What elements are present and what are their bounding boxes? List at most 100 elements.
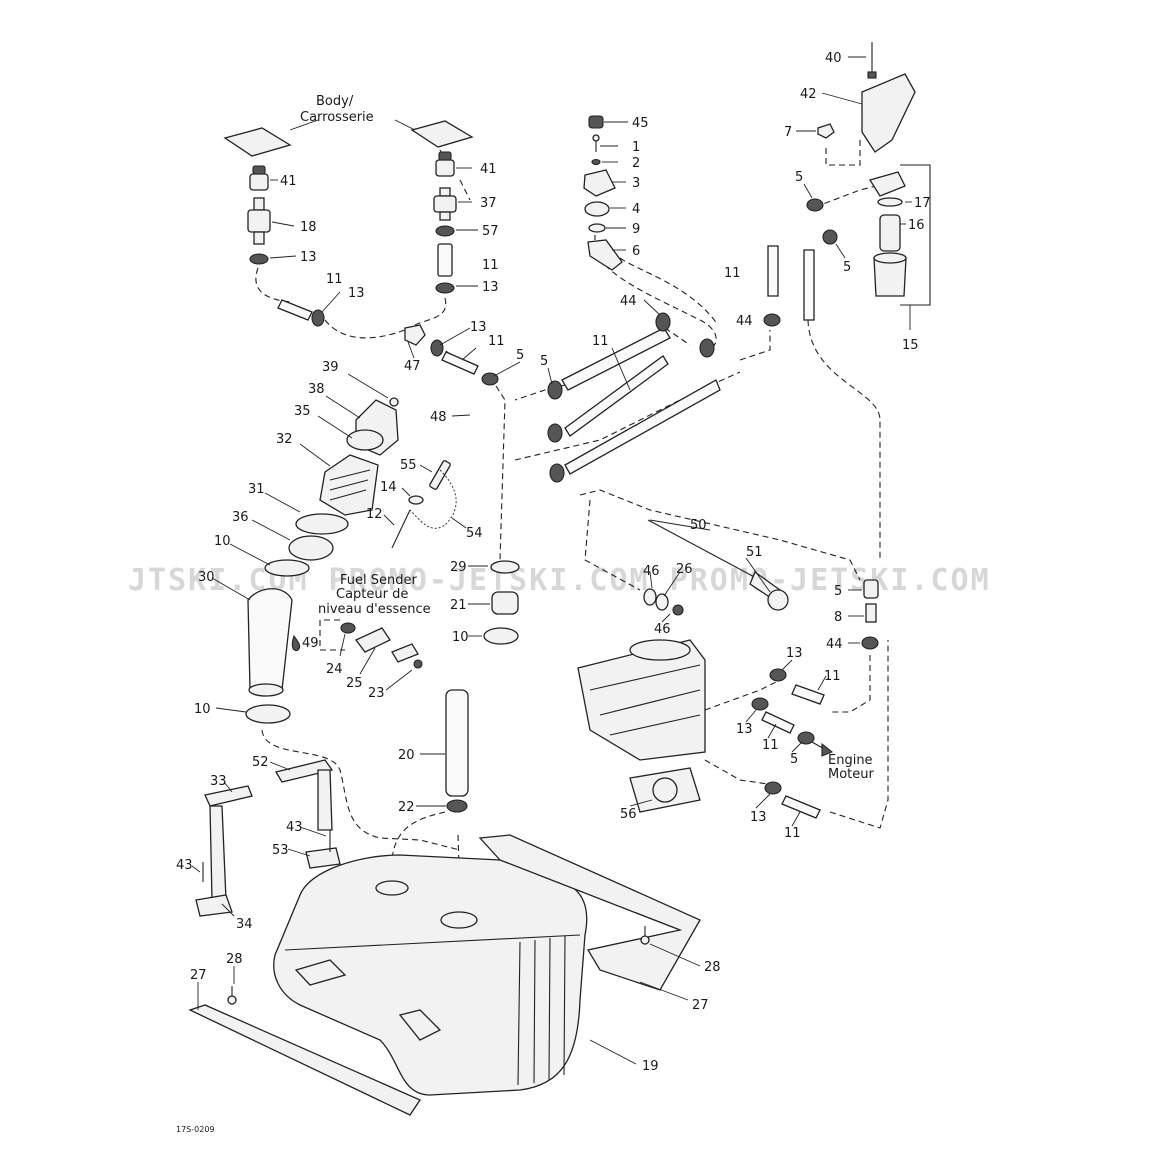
callout-labels: 40 42 7 5 17 16 5 15 45 1 2 3 4 9 6 11 4… bbox=[176, 51, 931, 1074]
valve-stack bbox=[583, 115, 623, 271]
callout-45: 45 bbox=[632, 116, 649, 131]
callout-31: 31 bbox=[248, 482, 265, 497]
callout-5e: 5 bbox=[834, 584, 842, 599]
callout-29: 29 bbox=[450, 560, 467, 575]
callout-43b: 43 bbox=[176, 858, 193, 873]
callout-33: 33 bbox=[210, 774, 227, 789]
callout-10: 10 bbox=[214, 534, 231, 549]
lubricant-drop-icon bbox=[291, 634, 301, 652]
callout-39: 39 bbox=[322, 360, 339, 375]
callout-44c: 44 bbox=[826, 637, 843, 652]
callout-53: 53 bbox=[272, 843, 289, 858]
primer-rod bbox=[643, 519, 789, 616]
callout-52: 52 bbox=[252, 755, 269, 770]
callout-54: 54 bbox=[466, 526, 483, 541]
callout-5d: 5 bbox=[540, 354, 548, 369]
callout-11d: 11 bbox=[592, 334, 609, 349]
callout-26: 26 bbox=[676, 562, 693, 577]
callout-38: 38 bbox=[308, 382, 325, 397]
callout-37: 37 bbox=[480, 196, 497, 211]
callout-11-filter: 11 bbox=[724, 266, 741, 281]
callout-11b: 11 bbox=[482, 258, 499, 273]
fuel-sender-label: Fuel Sender bbox=[340, 573, 417, 588]
callout-17: 17 bbox=[914, 196, 931, 211]
callout-50: 50 bbox=[690, 518, 707, 533]
callout-11c: 11 bbox=[488, 334, 505, 349]
callout-6: 6 bbox=[632, 244, 640, 259]
callout-25: 25 bbox=[346, 676, 363, 691]
callout-10c: 10 bbox=[194, 702, 211, 717]
callout-40: 40 bbox=[825, 51, 842, 66]
callout-48: 48 bbox=[430, 410, 447, 425]
callout-43: 43 bbox=[286, 820, 303, 835]
callout-20: 20 bbox=[398, 748, 415, 763]
callout-41b: 41 bbox=[480, 162, 497, 177]
left-vent-assembly bbox=[247, 165, 325, 327]
callout-46b: 46 bbox=[654, 622, 671, 637]
callout-11e: 11 bbox=[824, 669, 841, 684]
callout-10b: 10 bbox=[452, 630, 469, 645]
callout-5c: 5 bbox=[516, 348, 524, 363]
callout-44b: 44 bbox=[736, 314, 753, 329]
fuel-tank bbox=[273, 854, 588, 1096]
callout-leaders bbox=[191, 56, 912, 1065]
callout-11: 11 bbox=[326, 272, 343, 287]
fuel-sender-label-fr2: niveau d'essence bbox=[318, 602, 431, 617]
callout-5b: 5 bbox=[843, 260, 851, 275]
callout-34: 34 bbox=[236, 917, 253, 932]
callout-19: 19 bbox=[642, 1059, 659, 1074]
callout-28b: 28 bbox=[704, 960, 721, 975]
callout-49: 49 bbox=[302, 636, 319, 651]
callout-11g: 11 bbox=[784, 826, 801, 841]
callout-27: 27 bbox=[190, 968, 207, 983]
callout-55: 55 bbox=[400, 458, 417, 473]
long-fuel-hoses bbox=[547, 312, 781, 483]
callout-18: 18 bbox=[300, 220, 317, 235]
callout-13g: 13 bbox=[750, 810, 767, 825]
carburetor-assembly: Engine Moteur bbox=[577, 579, 879, 819]
callout-22: 22 bbox=[398, 800, 415, 815]
callout-1: 1 bbox=[632, 140, 640, 155]
callout-47: 47 bbox=[404, 359, 421, 374]
callout-9: 9 bbox=[632, 222, 640, 237]
callout-4: 4 bbox=[632, 202, 640, 217]
fuel-filter-assembly bbox=[767, 42, 931, 321]
callout-13d: 13 bbox=[470, 320, 487, 335]
callout-32: 32 bbox=[276, 432, 293, 447]
callout-44: 44 bbox=[620, 294, 637, 309]
callout-13e: 13 bbox=[786, 646, 803, 661]
callout-8: 8 bbox=[834, 610, 842, 625]
callout-36: 36 bbox=[232, 510, 249, 525]
callout-16: 16 bbox=[908, 218, 925, 233]
arrow-to-engine-icon bbox=[821, 742, 834, 757]
callout-14: 14 bbox=[380, 480, 397, 495]
callout-28: 28 bbox=[226, 952, 243, 967]
callout-13f: 13 bbox=[736, 722, 753, 737]
body-label-fr: Carrosserie bbox=[300, 110, 374, 125]
right-vent-assembly bbox=[433, 151, 457, 294]
callout-42: 42 bbox=[800, 87, 817, 102]
fuel-sender-label-fr1: Capteur de bbox=[336, 587, 408, 602]
tank-straps bbox=[195, 759, 341, 917]
callout-7: 7 bbox=[784, 125, 792, 140]
callout-41: 41 bbox=[280, 174, 297, 189]
body-mounting-plates: Body/ Carrosserie bbox=[223, 94, 474, 157]
filler-neck-assembly bbox=[245, 397, 399, 724]
callout-24: 24 bbox=[326, 662, 343, 677]
tank-supports bbox=[188, 834, 701, 1116]
callout-23: 23 bbox=[368, 686, 385, 701]
fuel-sender-assembly: Fuel Sender Capteur de niveau d'essence bbox=[291, 560, 520, 813]
callout-30: 30 bbox=[198, 570, 215, 585]
callout-51: 51 bbox=[746, 545, 763, 560]
callout-2: 2 bbox=[632, 156, 640, 171]
reference-code: 17S-0209 bbox=[176, 1125, 215, 1134]
callout-11f: 11 bbox=[762, 738, 779, 753]
callout-15: 15 bbox=[902, 338, 919, 353]
hose-routing-lines bbox=[255, 140, 889, 901]
callout-5: 5 bbox=[795, 170, 803, 185]
body-label: Body/ bbox=[316, 94, 354, 109]
callout-13: 13 bbox=[300, 250, 317, 265]
callout-12: 12 bbox=[366, 507, 383, 522]
